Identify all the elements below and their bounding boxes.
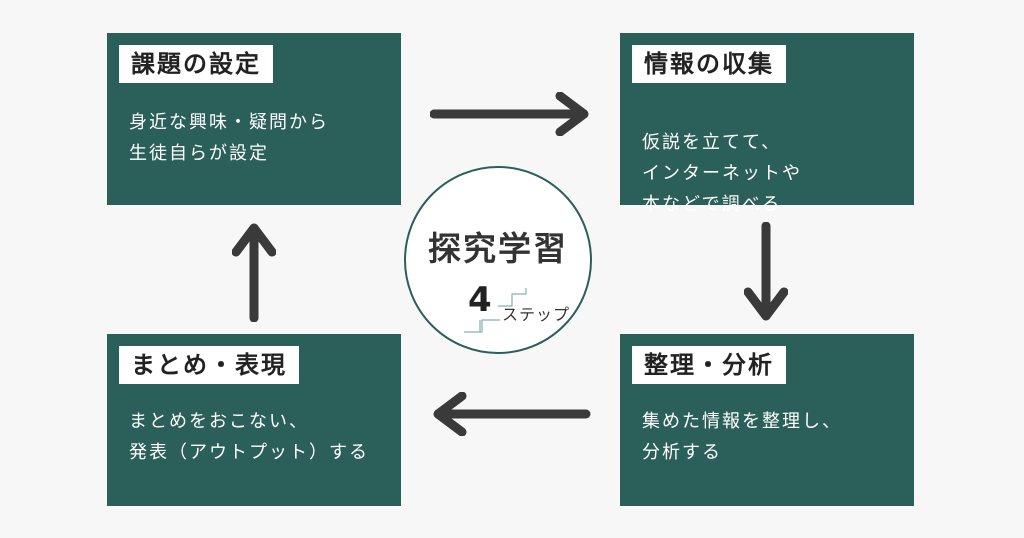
- step-description-line: 分析する: [642, 442, 722, 463]
- center-circle: 探究学習 4 ステップ: [404, 166, 592, 354]
- step-description-line: インターネットや: [642, 163, 802, 184]
- step-box-summary-expression: まとめ・表現 まとめをおこない、 発表（アウトプット）する: [107, 334, 401, 506]
- step-description-line: 本などで調べる: [642, 194, 782, 215]
- step-title: 整理・分析: [632, 346, 786, 384]
- step-count: 4: [468, 280, 492, 320]
- step-box-information-gathering: 情報の収集 仮説を立てて、 インターネットや 本などで調べる: [620, 33, 914, 215]
- step-description: まとめをおこない、 発表（アウトプット）する: [129, 406, 369, 468]
- step-description-line: 身近な興味・疑問から: [129, 112, 329, 133]
- step-box-organize-analyze: 整理・分析 集めた情報を整理し、 分析する: [620, 334, 914, 506]
- step-description-line: まとめをおこない、: [129, 411, 309, 432]
- center-title: 探究学習: [428, 229, 568, 268]
- step-description-line: 生徒自らが設定: [129, 143, 269, 164]
- step-description: 身近な興味・疑問から 生徒自らが設定: [129, 107, 329, 169]
- step-title: 課題の設定: [119, 45, 273, 83]
- step-label: ステップ: [502, 305, 571, 324]
- step-title: まとめ・表現: [119, 346, 299, 384]
- arrow-right-icon: [430, 92, 589, 136]
- step-box-problem-setting: 課題の設定 身近な興味・疑問から 生徒自らが設定: [107, 33, 401, 205]
- step-description-line: 集めた情報を整理し、: [642, 411, 842, 432]
- arrow-left-icon: [433, 392, 591, 436]
- step-description-line: 仮説を立てて、: [642, 132, 782, 153]
- stairs-icon: [464, 288, 527, 333]
- step-title: 情報の収集: [632, 45, 786, 83]
- arrow-up-icon: [232, 223, 276, 322]
- arrow-down-icon: [744, 222, 788, 321]
- step-description: 仮説を立てて、 インターネットや 本などで調べる: [642, 127, 802, 220]
- step-description-line: 発表（アウトプット）する: [129, 442, 369, 463]
- step-description: 集めた情報を整理し、 分析する: [642, 406, 842, 468]
